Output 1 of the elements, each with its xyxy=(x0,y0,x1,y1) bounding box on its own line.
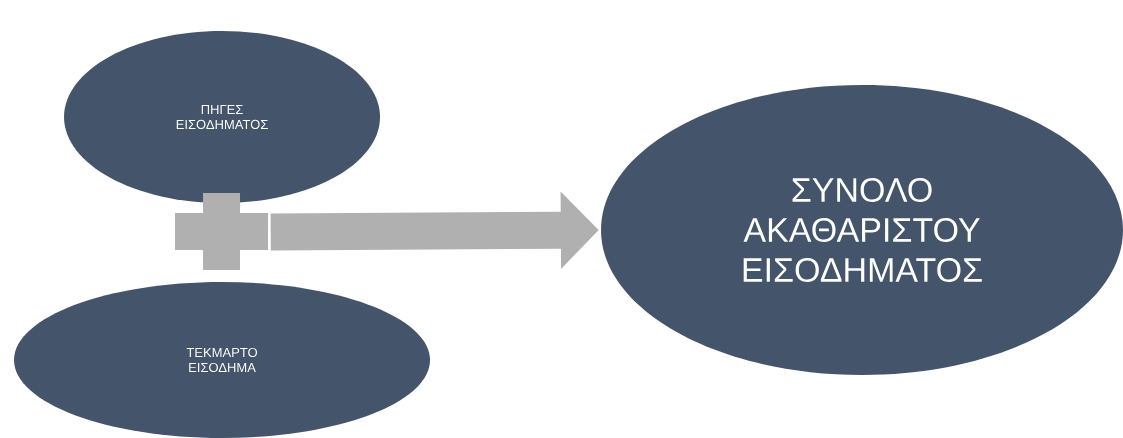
plus-sign xyxy=(175,193,268,270)
